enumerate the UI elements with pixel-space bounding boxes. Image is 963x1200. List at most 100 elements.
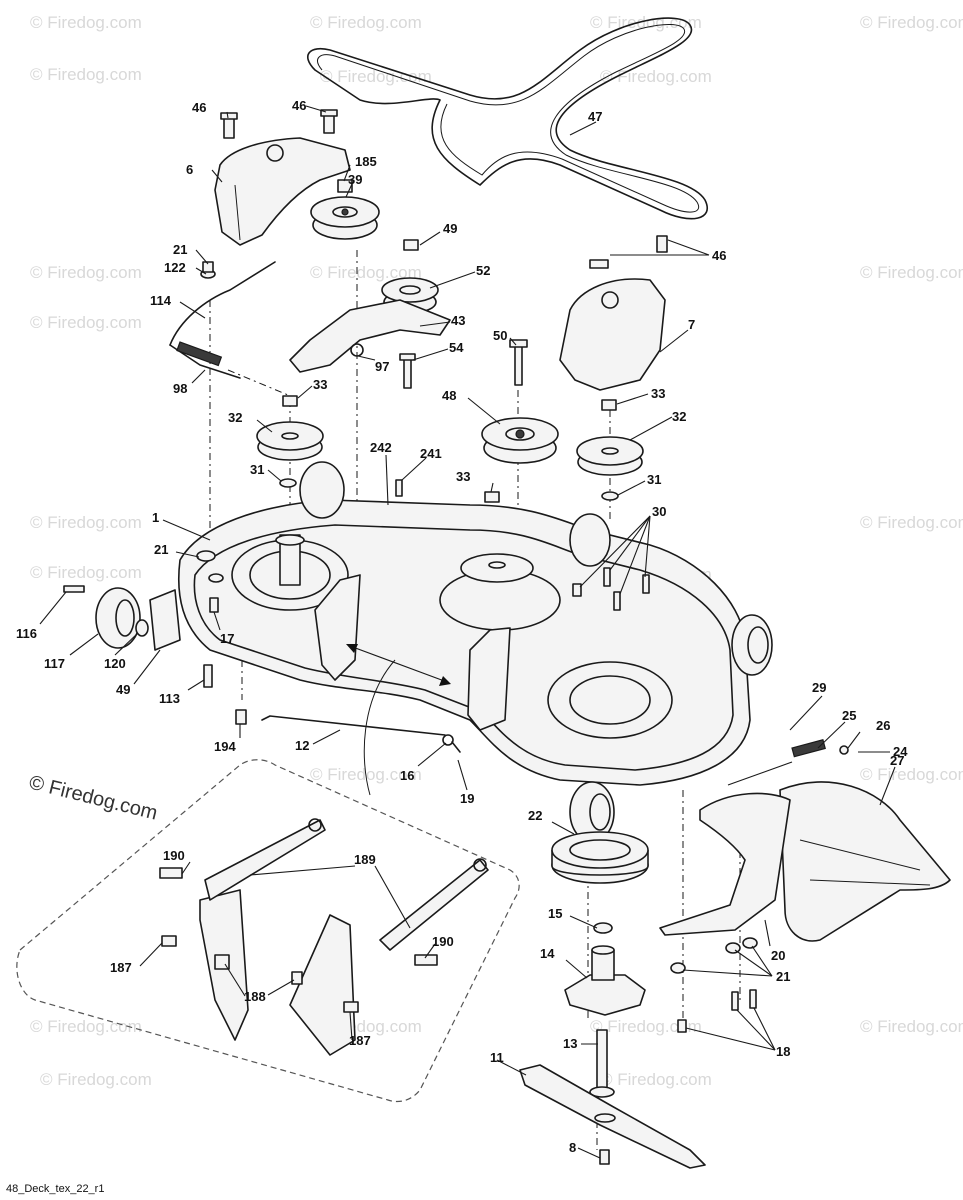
callout-15: 15 <box>548 906 562 921</box>
nuts-33 <box>282 395 617 503</box>
callout-7: 7 <box>688 317 695 332</box>
callout-185: 185 <box>355 154 377 169</box>
callout-241: 241 <box>420 446 442 461</box>
callout-46: 46 <box>192 100 206 115</box>
idler-arm <box>289 299 451 373</box>
callout-25: 25 <box>842 708 856 723</box>
callout-18: 18 <box>776 1044 790 1059</box>
watermark-large: © Firedog.com <box>27 772 160 825</box>
pulley-32-right <box>576 436 644 476</box>
callout-47: 47 <box>588 109 602 124</box>
callout-22: 22 <box>528 808 542 823</box>
callout-20: 20 <box>771 948 785 963</box>
idler-pulley-39 <box>310 179 380 240</box>
callout-1: 1 <box>152 510 159 525</box>
callout-17: 17 <box>220 631 234 646</box>
callout-12: 12 <box>295 738 309 753</box>
watermark: © Firedog.com <box>860 1017 963 1036</box>
watermark: © Firedog.com <box>860 263 963 282</box>
callout-49: 49 <box>116 682 130 697</box>
watermark: © Firedog.com <box>310 13 422 32</box>
callout-187: 187 <box>349 1033 371 1048</box>
callout-14: 14 <box>540 946 555 961</box>
callout-194: 194 <box>214 739 236 754</box>
gauge-wheels <box>63 461 773 843</box>
callout-49: 49 <box>443 221 457 236</box>
watermark: © Firedog.com <box>30 313 142 332</box>
callout-190: 190 <box>163 848 185 863</box>
watermark: © Firedog.com <box>30 563 142 582</box>
discharge-chute <box>659 781 951 942</box>
callout-54: 54 <box>449 340 464 355</box>
callout-46: 46 <box>292 98 306 113</box>
callout-33: 33 <box>456 469 470 484</box>
callout-31: 31 <box>250 462 264 477</box>
callout-52: 52 <box>476 263 490 278</box>
callout-21: 21 <box>776 969 790 984</box>
pulley-32-left <box>256 421 324 461</box>
mower-deck-housing <box>177 499 751 786</box>
watermark: © Firedog.com <box>30 65 142 84</box>
callout-120: 120 <box>104 656 126 671</box>
watermark: © Firedog.com <box>860 13 963 32</box>
callout-122: 122 <box>164 260 186 275</box>
callout-113: 113 <box>159 691 180 706</box>
callout-188: 188 <box>244 989 266 1004</box>
callout-33: 33 <box>651 386 665 401</box>
watermark: © Firedog.com <box>40 1070 152 1089</box>
callout-48: 48 <box>442 388 456 403</box>
callout-32: 32 <box>228 410 242 425</box>
watermark: © Firedog.com <box>30 513 142 532</box>
callout-24: 24 <box>893 744 908 759</box>
washers-31 <box>279 478 619 501</box>
callout-21: 21 <box>173 242 187 257</box>
callout-39: 39 <box>348 172 362 187</box>
callout-31: 31 <box>647 472 661 487</box>
watermark: © Firedog.com <box>600 1070 712 1089</box>
callout-29: 29 <box>812 680 826 695</box>
callout-189: 189 <box>354 852 376 867</box>
mower-blade <box>519 1064 706 1169</box>
watermark: © Firedog.com <box>590 13 702 32</box>
callout-26: 26 <box>876 718 890 733</box>
callout-50: 50 <box>493 328 507 343</box>
bolts-50-54 <box>399 339 528 389</box>
watermark: © Firedog.com <box>30 13 142 32</box>
callout-leaders <box>39 105 896 1159</box>
watermark: © Firedog.com <box>320 67 432 86</box>
chute-spring <box>727 738 849 786</box>
pulley-48 <box>481 417 559 464</box>
callout-187: 187 <box>110 960 132 975</box>
callout-116: 116 <box>16 626 37 641</box>
watermark: © Firedog.com <box>310 263 422 282</box>
callout-32: 32 <box>672 409 686 424</box>
callout-21: 21 <box>154 542 168 557</box>
bolts-46 <box>220 109 668 269</box>
watermark: © Firedog.com <box>30 263 142 282</box>
lift-rod-12 <box>261 715 461 753</box>
callout-117: 117 <box>44 656 65 671</box>
callout-242: 242 <box>370 440 392 455</box>
belt-shield-left <box>214 137 351 246</box>
belt-shield-right <box>559 278 666 391</box>
direction-arrow <box>346 644 451 796</box>
hanger-bracket-inset <box>16 759 520 1103</box>
bolts-30 <box>572 567 650 611</box>
callout-97: 97 <box>375 359 389 374</box>
callout-114: 114 <box>150 293 172 308</box>
callout-30: 30 <box>652 504 666 519</box>
callout-190: 190 <box>432 934 454 949</box>
callout-11: 11 <box>490 1050 504 1065</box>
watermark: © Firedog.com <box>860 765 963 784</box>
watermark: © Firedog.com <box>30 1017 142 1036</box>
callout-labels: 46 46 46 6 185 39 47 21 122 49 52 114 43… <box>16 98 908 1155</box>
watermark: © Firedog.com <box>590 1017 702 1036</box>
callout-46: 46 <box>712 248 726 263</box>
callout-13: 13 <box>563 1036 577 1051</box>
callout-98: 98 <box>173 381 187 396</box>
callout-27: 27 <box>890 753 904 768</box>
callout-19: 19 <box>460 791 474 806</box>
callout-16: 16 <box>400 768 414 783</box>
spindle-assembly <box>551 831 649 1098</box>
